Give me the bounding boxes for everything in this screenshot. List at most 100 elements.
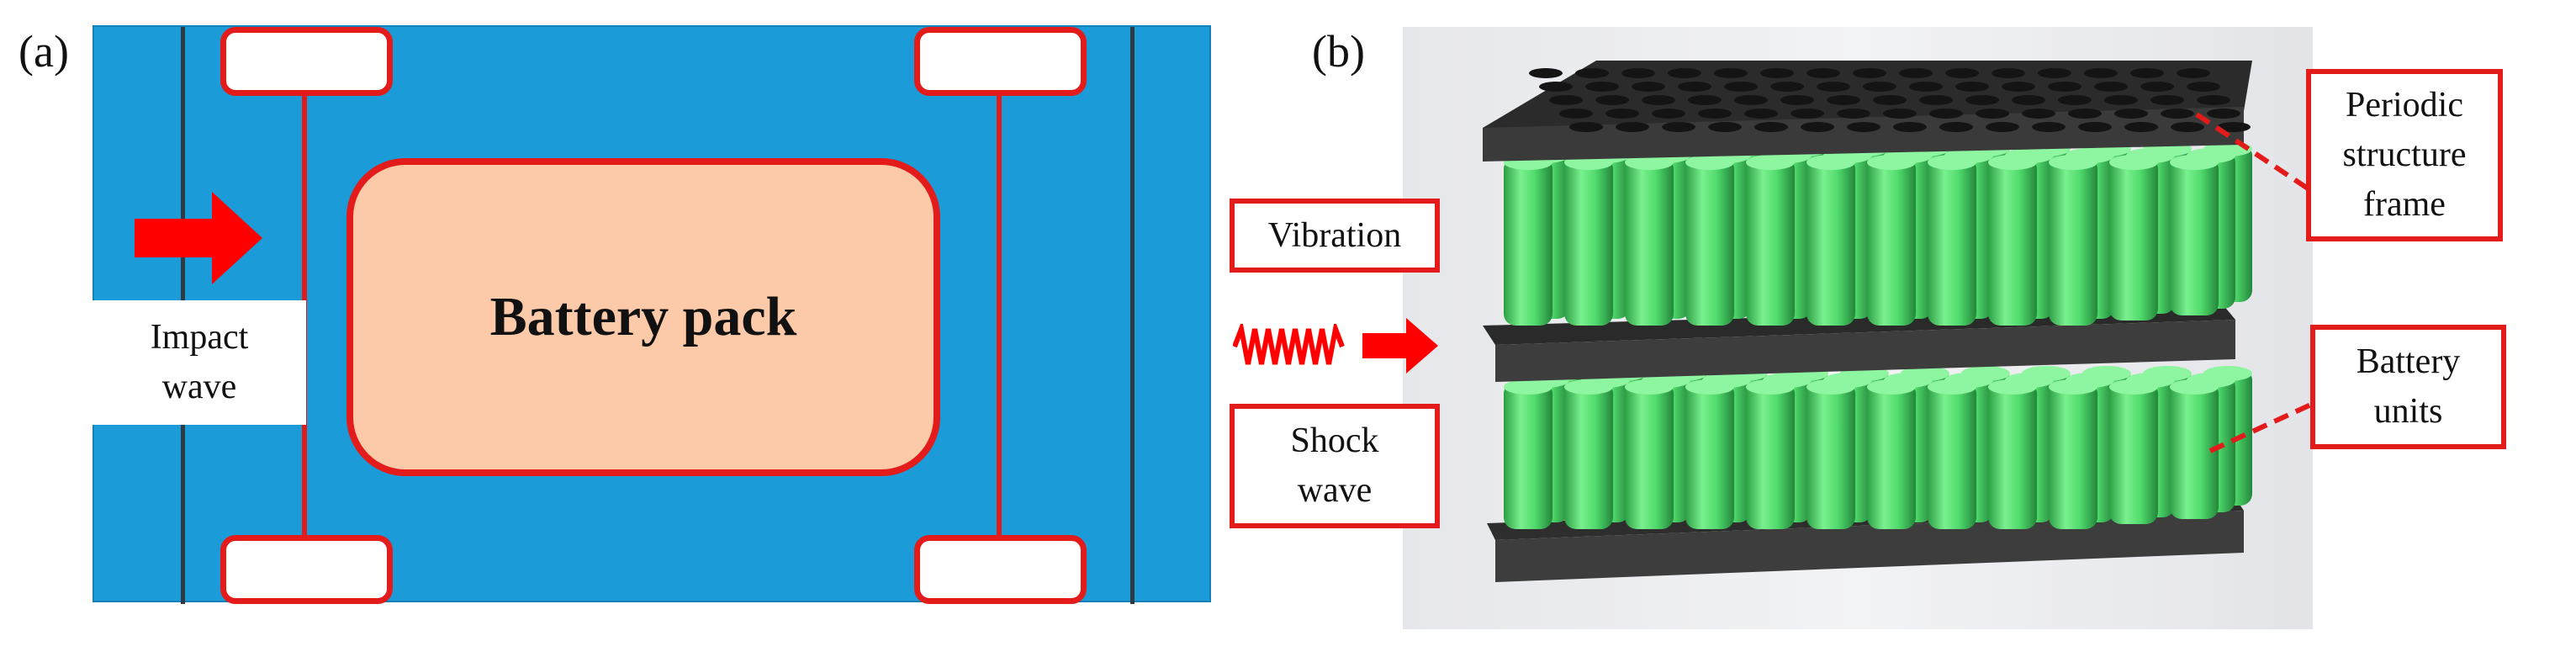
- battery-cell: [1928, 379, 1976, 529]
- vibration-callout: Vibration: [1230, 199, 1440, 273]
- plate-hole: [2058, 95, 2092, 105]
- plate-hole: [1714, 68, 1748, 78]
- impact-arrow-icon: [135, 192, 262, 284]
- plate-hole: [1652, 109, 1685, 119]
- upper-battery-cells: [1504, 141, 2252, 326]
- battery-cell: [1746, 155, 1795, 326]
- plate-hole: [1642, 95, 1675, 105]
- battery-cell: [1685, 379, 1734, 529]
- plate-hole: [2084, 68, 2118, 78]
- plate-hole: [1986, 122, 2019, 132]
- panel-a-label: (a): [19, 26, 69, 77]
- lower-battery-cells: [1504, 366, 2252, 529]
- battery-cell: [1806, 379, 1855, 529]
- plate-hole: [2002, 82, 2035, 92]
- battery-module-render: [1483, 61, 2252, 582]
- plate-hole: [1965, 95, 1999, 105]
- plate-hole: [1662, 122, 1695, 132]
- plate-hole: [1919, 95, 1953, 105]
- wheel-front-right: [914, 27, 1087, 96]
- plate-hole: [1605, 109, 1639, 119]
- plate-hole: [1688, 95, 1722, 105]
- battery-units-callout: Battery units: [2310, 325, 2506, 449]
- plate-hole: [1698, 109, 1732, 119]
- plate-hole: [2130, 68, 2164, 78]
- battery-cell: [1504, 379, 1552, 529]
- plate-hole: [1817, 82, 1850, 92]
- plate-hole: [1899, 68, 1933, 78]
- battery-cell: [2109, 379, 2158, 524]
- plate-hole: [1549, 95, 1583, 105]
- battery-cell: [2049, 379, 2097, 529]
- battery-pack: Battery pack: [346, 158, 940, 476]
- battery-cell: [1806, 155, 1855, 326]
- panel-b-label: (b): [1312, 26, 1365, 77]
- battery-cell: [1867, 379, 1916, 529]
- top-plate: [1483, 61, 2252, 162]
- battery-cell: [1625, 155, 1674, 326]
- plate-hole: [1632, 82, 1665, 92]
- plate-hole: [2104, 95, 2138, 105]
- plate-hole: [1945, 68, 1979, 78]
- vibration-arrow-icon: [1362, 318, 1438, 374]
- battery-cell: [1988, 379, 2037, 529]
- plate-hole: [2094, 82, 2128, 92]
- plate-hole: [2022, 109, 2055, 119]
- plate-hole: [2217, 122, 2251, 132]
- battery-cell: [1746, 379, 1795, 529]
- plate-hole: [1929, 109, 1963, 119]
- plate-hole: [1873, 95, 1907, 105]
- plate-hole: [1668, 68, 1701, 78]
- plate-hole: [1827, 95, 1860, 105]
- plate-hole: [1976, 109, 2009, 119]
- plate-hole: [2114, 109, 2148, 119]
- plate-hole: [1883, 109, 1917, 119]
- plate-hole: [2068, 109, 2102, 119]
- plate-hole: [1909, 82, 1943, 92]
- plate-hole: [1754, 122, 1788, 132]
- plate-hole: [1724, 82, 1758, 92]
- plate-hole: [2150, 95, 2184, 105]
- plate-hole: [1806, 68, 1840, 78]
- wheel-rear-right: [914, 535, 1087, 604]
- plate-hole: [1616, 122, 1649, 132]
- battery-cell: [1867, 155, 1916, 326]
- battery-cell: [1504, 155, 1552, 326]
- wheel-front-left: [220, 27, 393, 96]
- plate-hole: [1992, 68, 2025, 78]
- plate-hole: [2161, 109, 2194, 119]
- plate-hole: [2140, 82, 2174, 92]
- plate-hole: [1837, 109, 1870, 119]
- battery-cell: [2170, 379, 2219, 519]
- plate-hole: [2171, 122, 2204, 132]
- plate-hole: [2177, 68, 2210, 78]
- shock-wave-callout: Shock wave: [1230, 404, 1440, 528]
- battery-cell: [1928, 155, 1976, 326]
- right-axle: [997, 94, 1002, 565]
- callout-leaders: [2195, 112, 2314, 453]
- plate-hole: [1559, 109, 1593, 119]
- plate-hole: [1770, 82, 1804, 92]
- battery-pack-label: Battery pack: [489, 286, 797, 347]
- battery-cell: [1564, 155, 1613, 326]
- plate-hole: [1569, 122, 1603, 132]
- battery-cell: [1625, 379, 1674, 529]
- plate-hole: [1760, 68, 1794, 78]
- plate-hole: [2078, 122, 2112, 132]
- plate-hole: [2012, 95, 2045, 105]
- plate-hole: [1791, 109, 1824, 119]
- plate-hole: [2032, 122, 2066, 132]
- plate-hole: [2187, 82, 2220, 92]
- plate-hole: [1575, 68, 1609, 78]
- plate-hole: [1955, 82, 1989, 92]
- panel-a-diagram: Battery pack Impact wave: [93, 25, 1211, 604]
- plate-hole: [1863, 82, 1896, 92]
- plate-hole: [2048, 82, 2081, 92]
- right-rail: [1130, 27, 1135, 604]
- plate-hole: [2038, 68, 2071, 78]
- battery-cell: [1988, 155, 2037, 326]
- plate-hole: [1539, 82, 1573, 92]
- plate-hole: [1595, 95, 1629, 105]
- plate-hole: [1621, 68, 1655, 78]
- plate-hole: [1893, 122, 1927, 132]
